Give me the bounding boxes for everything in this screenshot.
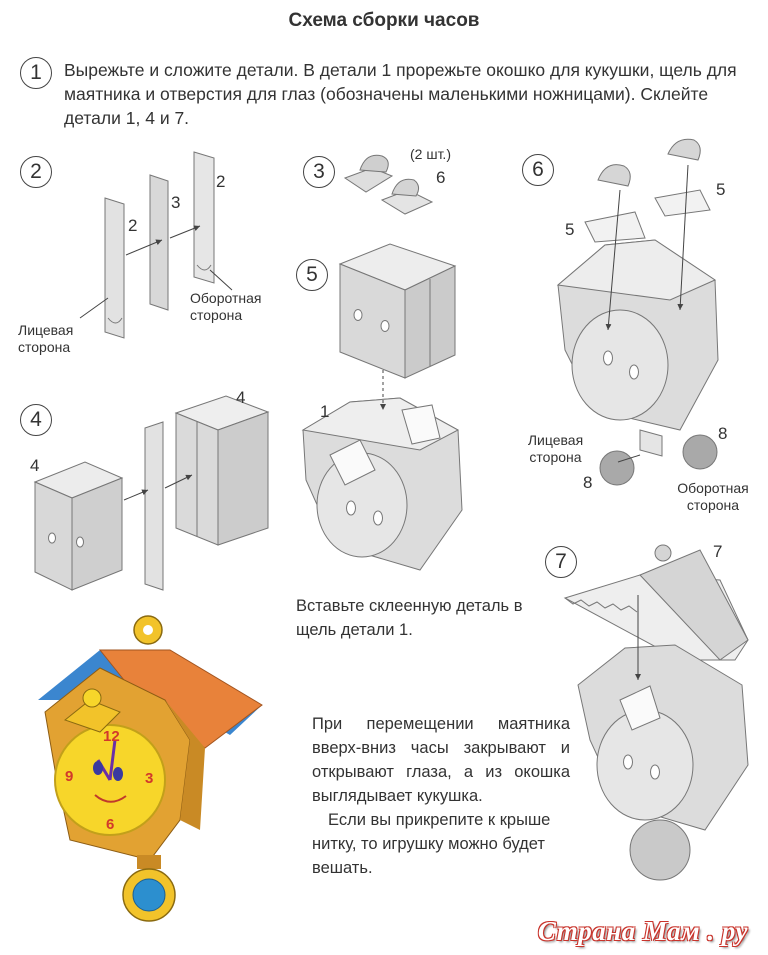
step-7-assembly	[563, 544, 749, 881]
step-4-number: 4	[20, 404, 52, 436]
step-2-part-a: 2	[128, 216, 138, 235]
step-6-part-8b: 8	[583, 473, 593, 492]
step-5-number: 5	[296, 259, 328, 291]
step-7-part: 7	[713, 542, 723, 561]
step-1-instructions: Вырежьте и сложите детали. В детали 1 пр…	[64, 60, 737, 128]
clock-number-3: 3	[145, 770, 154, 787]
step-6-assembly	[556, 138, 719, 486]
step-5-assembly	[301, 243, 463, 571]
step-1-number: 1	[20, 57, 52, 89]
step-4-boxes	[33, 395, 270, 591]
step-6-part-5a: 5	[716, 180, 726, 199]
step-2-back-label: Оборотная сторона	[190, 290, 262, 323]
clock-number-6: 6	[106, 816, 115, 833]
step-6-front-label: Лицевая сторона	[527, 432, 584, 465]
step-3-cuckoo-parts	[343, 154, 434, 215]
step-7-number: 7	[545, 546, 577, 578]
step-2-strips	[104, 151, 215, 339]
step-5-caption: Вставьте склеенную деталь в щель детали …	[296, 597, 523, 639]
step-6-part-8a: 8	[718, 424, 728, 443]
page-title: Схема сборки часов	[288, 10, 480, 31]
step-5-part: 1	[320, 402, 330, 421]
clock-number-9: 9	[65, 768, 74, 785]
description-paragraph-2: Если вы прикрепите к крыше нитку, то игр…	[312, 811, 551, 877]
step-3-quantity: (2 шт.)	[410, 146, 451, 162]
cuckoo-clock-illustration	[38, 615, 263, 922]
step-6-back-label: Оборотная сторона	[677, 480, 749, 513]
step-4-part-right: 4	[236, 388, 246, 407]
step-6-part-5b: 5	[565, 220, 575, 239]
watermark-logo: Страна Мам . ру	[537, 916, 748, 946]
step-6-number: 6	[522, 154, 554, 186]
step-3-part: 6	[436, 168, 446, 187]
step-2-number: 2	[20, 156, 52, 188]
description-paragraph-1: При перемещении маятника вверх-вниз часы…	[312, 715, 570, 805]
step-3-number: 3	[303, 156, 335, 188]
step-2-part-c: 2	[216, 172, 226, 191]
step-4-part-left: 4	[30, 456, 40, 475]
clock-number-12: 12	[103, 728, 120, 745]
step-2-front-label: Лицевая сторона	[18, 322, 74, 355]
step-2-part-b: 3	[171, 193, 181, 212]
